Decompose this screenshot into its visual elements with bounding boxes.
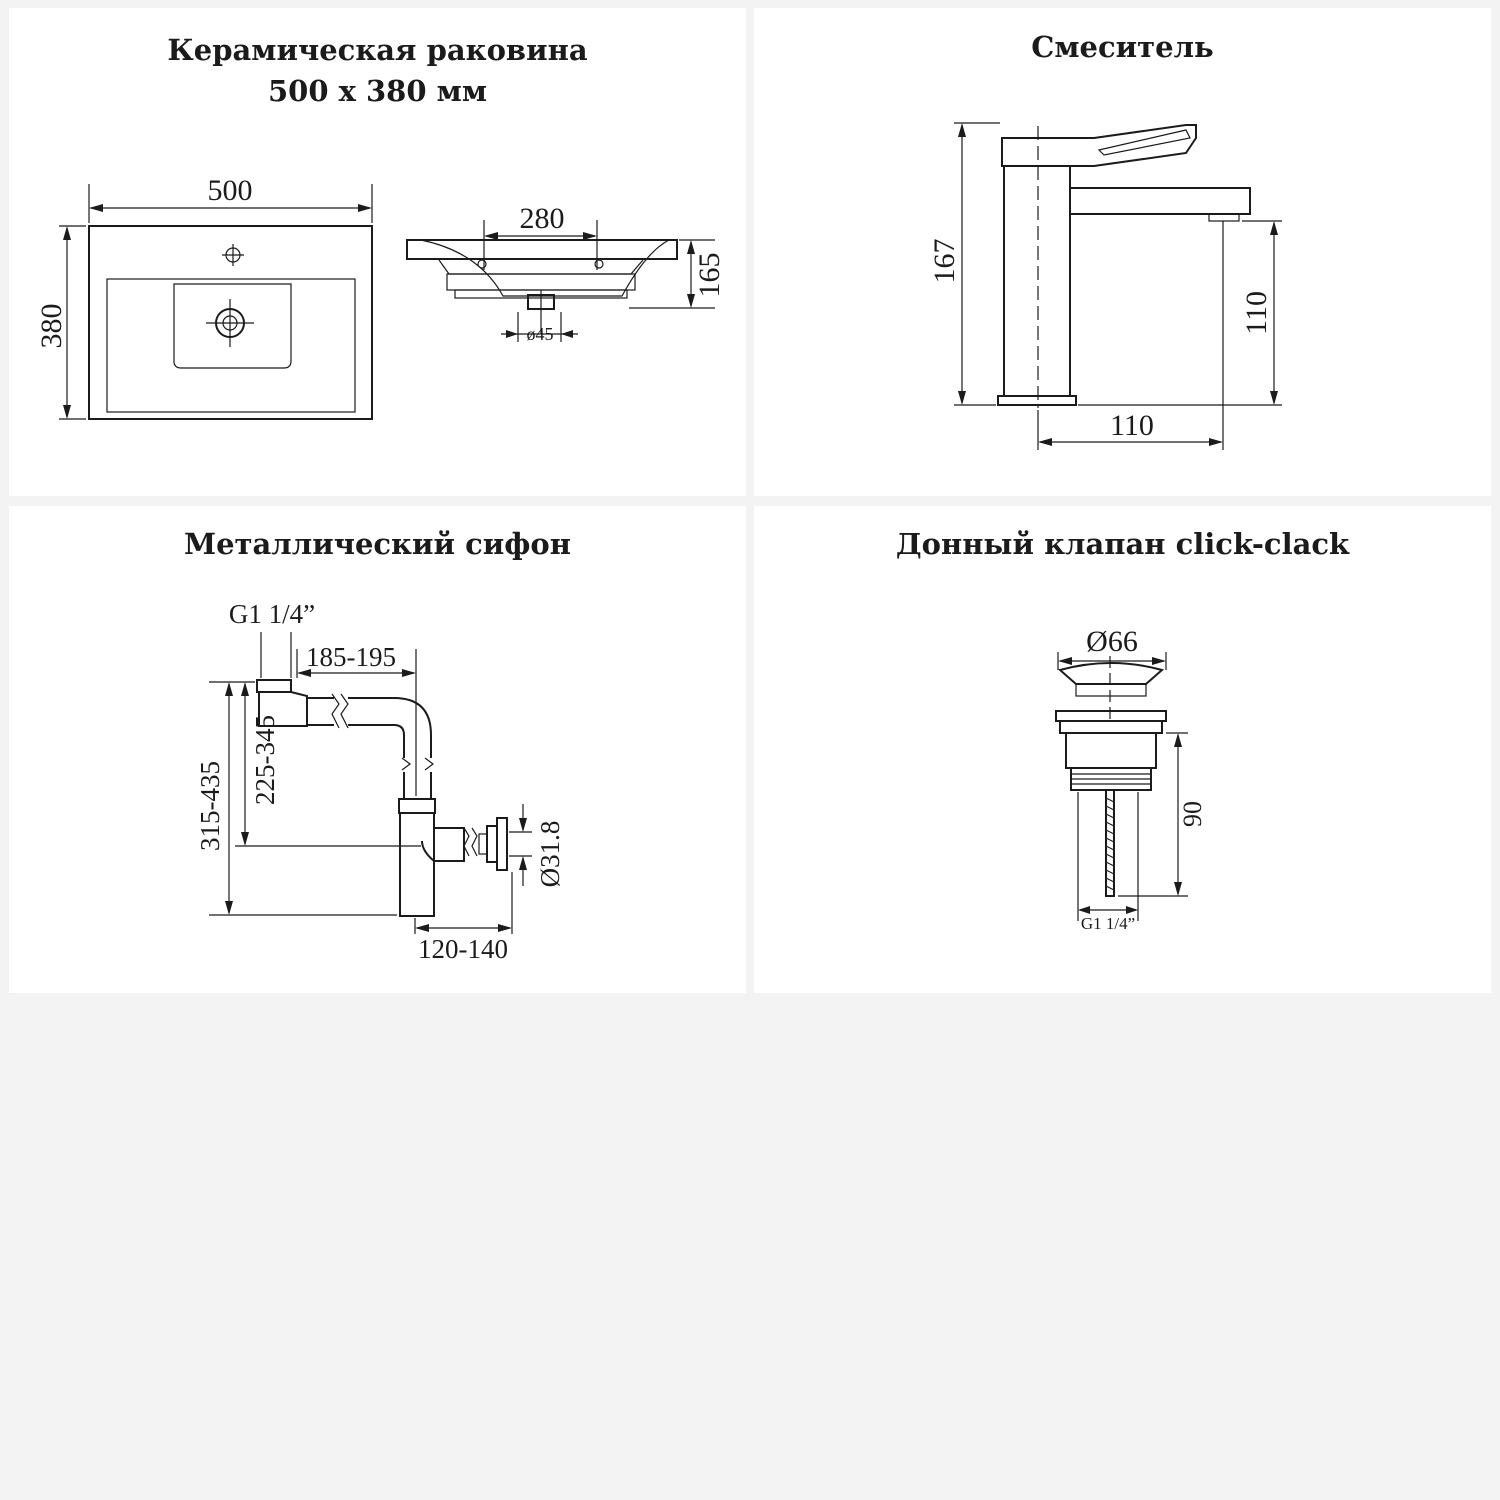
faucet-drawing: 167 110 110: [928, 122, 1282, 450]
panel-click-clack-valve: Донный клапан click-clack Ø66 90: [754, 506, 1491, 993]
valve-drawing: Ø66 90 G1 1/4”: [1055, 625, 1207, 933]
dim-height-outer-label: 315-435: [195, 761, 225, 851]
panel-title: Донный клапан click-clack: [895, 527, 1350, 561]
dim-width-label: 500: [208, 174, 253, 207]
dim-diameter-label: Ø66: [1086, 625, 1138, 658]
title-line-2: 500 х 380 мм: [267, 74, 488, 108]
dim-diameter: Ø31.8: [509, 804, 565, 887]
dim-spout-height-label: 110: [1240, 291, 1273, 335]
sink-drawing: 500 380 280: [35, 174, 726, 420]
panel-title: Смеситель: [1031, 30, 1214, 64]
dim-height-label: 165: [693, 253, 726, 298]
dim-bowl: 280: [483, 202, 598, 270]
valve-body: [1055, 656, 1167, 897]
dim-height: 165: [629, 239, 726, 309]
panel-ceramic-sink: Керамическая раковина 500 х 380 мм 500 3: [9, 8, 746, 496]
dim-horizontal-label: 185-195: [306, 642, 396, 672]
dim-height-label: 90: [1178, 801, 1207, 827]
dim-diameter-label: Ø31.8: [535, 821, 565, 888]
dim-thread: G1 1/4”: [1077, 792, 1139, 933]
dim-drain: ø45: [501, 312, 578, 344]
panel-title: Металлический сифон: [184, 527, 571, 561]
siphon-drawing: G1 1/4” 185-195 315-435 225-345 Ø31.8: [195, 599, 565, 964]
panel-title: Керамическая раковина 500 х 380 мм: [9, 30, 746, 112]
faucet-body: [997, 124, 1251, 408]
dim-spout-height: 110: [1078, 220, 1282, 406]
dim-diameter: Ø66: [1057, 625, 1167, 670]
sink-top-view: [88, 225, 373, 420]
panel-metal-siphon: Металлический сифон G1 1/4” 185-19: [9, 506, 746, 993]
dim-width: 500: [88, 174, 373, 223]
dim-bowl-label: 280: [520, 202, 565, 235]
dim-thread-label: G1 1/4”: [229, 599, 315, 629]
dim-height-inner-label: 225-345: [250, 715, 280, 805]
dim-height-inner: 225-345: [235, 682, 421, 847]
dim-horizontal: 185-195: [296, 642, 417, 796]
dim-reach: 110: [1037, 221, 1224, 450]
panel-faucet: Смеситель 167 110 110: [754, 8, 1491, 496]
dim-drain-label: ø45: [527, 324, 554, 344]
dim-thread-label: G1 1/4”: [1081, 914, 1135, 933]
dim-reach-label: 110: [1110, 409, 1154, 442]
dim-wall-offset-label: 120-140: [418, 934, 508, 964]
dim-height-outer: 315-435: [195, 681, 397, 916]
dim-height: 167: [928, 122, 1000, 406]
dim-height: 90: [1118, 732, 1207, 897]
title-line-1: Керамическая раковина: [167, 33, 588, 67]
dim-thread: G1 1/4”: [229, 599, 315, 678]
dim-height-label: 167: [928, 239, 961, 284]
sink-side-view: [406, 239, 678, 334]
dim-depth: 380: [35, 225, 86, 420]
dim-depth-label: 380: [35, 304, 68, 349]
siphon-body: [256, 679, 508, 917]
dim-wall-offset: 120-140: [414, 872, 513, 964]
